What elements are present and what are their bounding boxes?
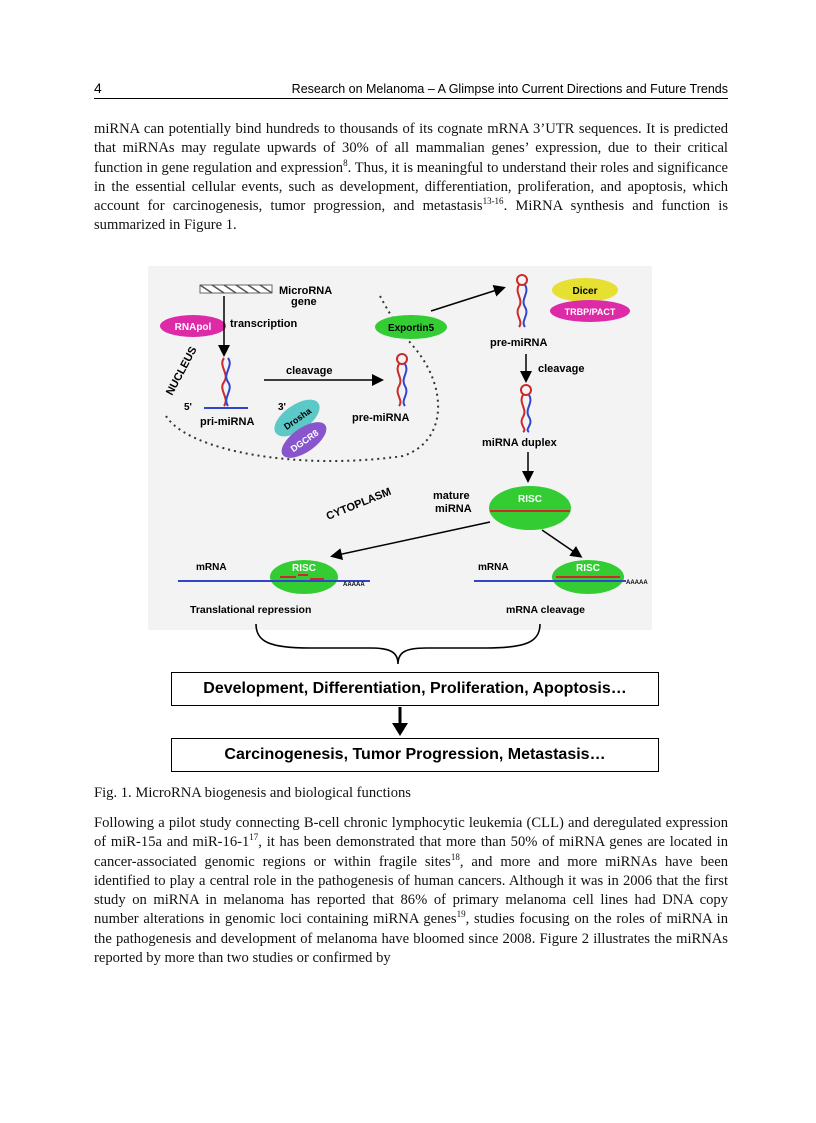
export-arrow xyxy=(430,285,506,312)
paragraph-body: Following a pilot study connecting B-cel… xyxy=(94,814,728,968)
cleavage-label-cytoplasm: cleavage xyxy=(538,363,584,375)
paragraph-text: , and more and more miRNAs have been ide… xyxy=(94,853,728,928)
down-arrow-icon xyxy=(392,707,408,736)
nucleus-label: NUCLEUS xyxy=(164,345,200,398)
polya-tail-right: AAAAA xyxy=(626,580,648,586)
paragraph-text: . Thus, it is meaningful to understand t… xyxy=(94,159,728,215)
exportin5-ellipse xyxy=(375,315,447,339)
paragraph-intro: miRNA can potentially bind hundreds to t… xyxy=(94,120,728,236)
three-prime-label: 3' xyxy=(278,402,286,413)
risc-label: RISC xyxy=(518,494,542,505)
paragraph-text: , it has been demonstrated that more tha… xyxy=(94,834,728,870)
paragraph-text: , studies focusing on the roles of miRNA… xyxy=(94,911,728,967)
running-title: Research on Melanoma – A Glimpse into Cu… xyxy=(291,82,728,96)
to-repression-arrow xyxy=(330,521,491,560)
rnapol-label: RNApol xyxy=(175,322,212,333)
transcription-label: transcription xyxy=(230,318,298,330)
biological-functions-box: Development, Differentiation, Proliferat… xyxy=(171,672,659,706)
paragraph-text: Following a pilot study connecting B-cel… xyxy=(94,815,728,851)
citation-ref: 17 xyxy=(249,832,259,843)
pri-mirna-label: pri-miRNA xyxy=(200,416,254,428)
page-number: 4 xyxy=(94,80,102,96)
mrna-cleavage-label: mRNA cleavage xyxy=(506,604,585,616)
mature-mirna-label: mature xyxy=(433,490,470,502)
pre-mirna-hairpin-icon xyxy=(396,353,408,407)
mrna-label-right: mRNA xyxy=(478,562,509,573)
to-cleavage-arrow xyxy=(541,529,583,558)
citation-ref: 18 xyxy=(450,851,460,862)
figure-caption: Fig. 1. MicroRNA biogenesis and biologic… xyxy=(94,785,411,801)
risc-label-right: RISC xyxy=(576,563,600,574)
citation-ref: 19 xyxy=(456,909,466,920)
risc-complex-ellipse xyxy=(489,486,571,530)
dna-gene-icon xyxy=(199,284,273,294)
dgcr8-ellipse xyxy=(281,422,327,458)
drosha-ellipse xyxy=(274,399,320,437)
translational-repression-label: Translational repression xyxy=(190,604,311,616)
disease-outcomes-box: Carcinogenesis, Tumor Progression, Metas… xyxy=(171,738,659,772)
risc-ellipse-left xyxy=(270,560,338,594)
citation-ref: 8 xyxy=(343,157,348,168)
paragraph-text: miRNA can potentially bind hundreds to t… xyxy=(94,121,728,176)
microrna-gene-label: gene xyxy=(291,296,317,308)
microrna-gene-label: MicroRNA xyxy=(279,285,332,297)
rnapol-ellipse xyxy=(160,315,226,337)
citation-ref: 13-16 xyxy=(482,196,504,207)
dicer-label: Dicer xyxy=(572,286,597,297)
mirna-duplex-label: miRNA duplex xyxy=(482,437,558,449)
trbp-pact-label: TRBP/PACT xyxy=(565,307,616,317)
paragraph-text: . MiRNA synthesis and function is summar… xyxy=(94,198,728,234)
trbp-pact-ellipse xyxy=(550,300,630,322)
cleavage-label-nucleus: cleavage xyxy=(286,365,332,377)
nuclear-membrane xyxy=(165,295,440,463)
page-header: 4 Research on Melanoma – A Glimpse into … xyxy=(94,80,728,99)
pre-mirna-hairpin-icon xyxy=(516,274,528,328)
pre-mirna-label-cytoplasm: pre-miRNA xyxy=(490,337,548,349)
mirna-duplex-icon xyxy=(520,384,532,433)
five-prime-label: 5' xyxy=(184,402,192,413)
cytoplasm-label: CYTOPLASM xyxy=(325,486,393,523)
pri-mirna-hairpin-icon xyxy=(204,357,248,409)
pre-mirna-label-nucleus: pre-miRNA xyxy=(352,412,410,424)
curly-brace xyxy=(255,623,541,665)
mirna-biogenesis-figure: MicroRNA gene RNApol transcription 5' 3'… xyxy=(148,266,652,630)
polya-tail-left: AAAAA xyxy=(343,582,365,588)
exportin5-label: Exportin5 xyxy=(388,323,435,334)
mrna-label-left: mRNA xyxy=(196,562,227,573)
mature-mirna-label: miRNA xyxy=(435,503,472,515)
dicer-ellipse xyxy=(552,278,618,302)
mismatch-mirna-strand xyxy=(280,574,324,580)
risc-label-left: RISC xyxy=(292,563,316,574)
